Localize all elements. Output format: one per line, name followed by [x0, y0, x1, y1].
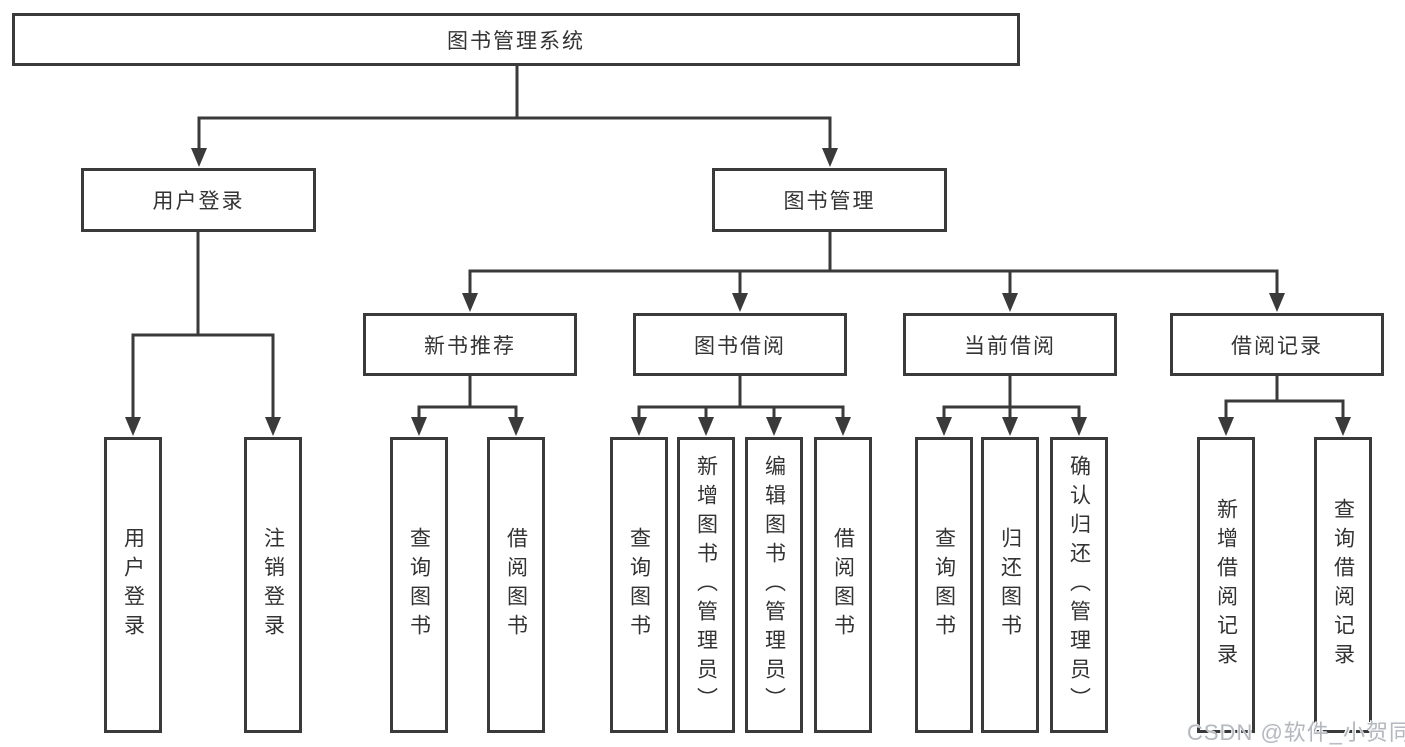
connector-book-borrow — [631, 376, 851, 436]
connector-book-mgmt — [462, 232, 1285, 312]
arrowhead — [1218, 417, 1234, 436]
node-current-borrowing: 当前借阅 — [903, 313, 1117, 376]
arrowhead — [1071, 417, 1087, 436]
leaf-query-books: 查询图书 — [610, 437, 668, 733]
leaf-edit-books-admin: 编辑图书（管理员） — [745, 437, 803, 733]
connector-user-login — [125, 232, 281, 436]
arrowhead — [631, 417, 647, 436]
node-label: 查询图书 — [627, 527, 651, 643]
arrowhead — [1269, 293, 1285, 312]
node-label: 图书管理系统 — [447, 29, 585, 53]
node-label: 查询图书 — [407, 527, 431, 643]
node-label: 查询借阅记录 — [1331, 498, 1355, 672]
node-root-system: 图书管理系统 — [12, 13, 1020, 66]
leaf-query-borrow-record: 查询借阅记录 — [1314, 437, 1372, 733]
node-borrowing-records: 借阅记录 — [1170, 313, 1384, 376]
node-label: 借阅记录 — [1231, 334, 1323, 358]
arrowhead — [191, 148, 207, 167]
node-user-login: 用户登录 — [81, 168, 316, 232]
node-new-book-recommendation: 新书推荐 — [363, 313, 577, 376]
leaf-logout: 注销登录 — [244, 437, 302, 733]
connector-borrow-record — [1218, 376, 1351, 436]
arrowhead — [732, 293, 748, 312]
node-label: 借阅图书 — [504, 527, 528, 643]
leaf-user-login: 用户登录 — [104, 437, 162, 733]
arrowhead — [835, 417, 851, 436]
arrowhead — [822, 148, 838, 167]
arrowhead — [1002, 417, 1018, 436]
arrowhead — [462, 293, 478, 312]
arrowhead — [508, 417, 524, 436]
connector-current-borrow — [936, 376, 1087, 436]
node-label: 用户登录 — [152, 190, 245, 213]
node-label: 注销登录 — [261, 527, 285, 643]
node-label: 新增图书（管理员） — [694, 454, 718, 716]
connector-root — [191, 66, 838, 167]
node-label: 编辑图书（管理员） — [762, 454, 786, 716]
node-label: 归还图书 — [998, 527, 1022, 643]
node-label: 确认归还（管理员） — [1067, 454, 1091, 716]
arrowhead — [411, 417, 427, 436]
node-label: 借阅图书 — [831, 527, 855, 643]
leaf-query-books: 查询图书 — [915, 437, 973, 733]
arrowhead — [1335, 417, 1351, 436]
arrowhead — [1002, 293, 1018, 312]
node-label: 图书管理 — [783, 190, 876, 213]
leaf-confirm-return-admin: 确认归还（管理员） — [1050, 437, 1108, 733]
arrowhead — [936, 417, 952, 436]
arrowhead — [698, 417, 714, 436]
csdn-watermark: CSDN @软件_小贺同学 — [1187, 720, 1405, 745]
node-label: 用户登录 — [121, 527, 145, 643]
leaf-add-borrow-record: 新增借阅记录 — [1197, 437, 1255, 733]
node-label: 新增借阅记录 — [1214, 498, 1238, 672]
node-label: 新书推荐 — [424, 334, 516, 358]
arrowhead — [265, 417, 281, 436]
arrowhead — [766, 417, 782, 436]
node-book-borrowing: 图书借阅 — [633, 313, 847, 376]
leaf-add-books-admin: 新增图书（管理员） — [677, 437, 735, 733]
node-label: 当前借阅 — [964, 334, 1056, 358]
leaf-return-books: 归还图书 — [981, 437, 1039, 733]
node-label: 查询图书 — [932, 527, 956, 643]
connector-new-book-rec — [411, 376, 524, 436]
node-book-management: 图书管理 — [712, 168, 947, 232]
arrowhead — [125, 417, 141, 436]
leaf-borrow-books: 借阅图书 — [814, 437, 872, 733]
leaf-query-books: 查询图书 — [390, 437, 448, 733]
leaf-borrow-books: 借阅图书 — [487, 437, 545, 733]
node-label: 图书借阅 — [694, 334, 786, 358]
